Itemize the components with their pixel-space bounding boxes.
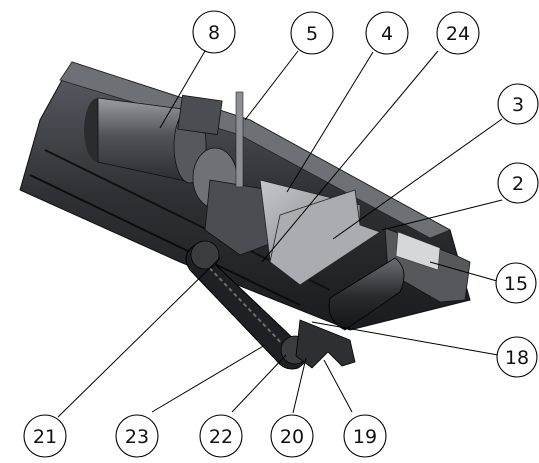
leader-lines	[57, 50, 503, 418]
callout-3: 3	[497, 83, 539, 125]
callout-5: 5	[290, 11, 334, 55]
callout-4-label: 4	[381, 23, 393, 45]
callout-24-label: 24	[446, 23, 470, 45]
gearbox	[204, 179, 281, 256]
callout-4: 4	[365, 11, 409, 55]
belt-roller	[328, 257, 405, 331]
callout-15-label: 15	[504, 273, 528, 295]
callout-20: 20	[270, 414, 314, 458]
motor-terminal-box	[177, 94, 223, 136]
callout-18: 18	[496, 336, 538, 378]
bracket-plate	[269, 189, 381, 286]
callout-8: 8	[192, 10, 236, 54]
leader-line-19	[323, 359, 353, 413]
callout-21-label: 21	[33, 426, 57, 448]
callout-20-label: 20	[280, 426, 304, 448]
callout-18-label: 18	[505, 347, 529, 369]
callout-15: 15	[495, 262, 537, 304]
leader-line-23	[151, 344, 266, 413]
sprocket-top	[190, 240, 220, 270]
rail-groove	[29, 174, 301, 306]
leader-line-20	[292, 357, 307, 414]
lower-bracket	[295, 319, 356, 369]
callout-23: 23	[115, 414, 159, 458]
end-motor-face	[395, 231, 441, 271]
callout-8-label: 8	[208, 22, 220, 44]
leader-line-5	[244, 50, 299, 121]
chain-links	[199, 257, 291, 353]
leader-line-8	[159, 50, 206, 129]
callout-bubbles: 8 5 4 24 3 2 15 18	[23, 10, 539, 458]
leader-line-18	[311, 321, 499, 356]
callout-22-label: 22	[209, 426, 233, 448]
callout-5-label: 5	[306, 23, 318, 45]
callout-19: 19	[343, 414, 387, 458]
machine-illustration	[19, 61, 471, 370]
callout-19-label: 19	[353, 426, 377, 448]
leader-line-21	[57, 257, 221, 418]
leader-line-15	[429, 261, 498, 282]
leader-line-24	[261, 50, 439, 263]
callout-22: 22	[199, 414, 243, 458]
callout-2-label: 2	[512, 173, 524, 195]
leader-line-3	[332, 118, 503, 240]
callout-23-label: 23	[125, 426, 149, 448]
vertical-post	[235, 91, 244, 188]
leader-line-4	[286, 51, 374, 193]
callout-3-label: 3	[512, 94, 524, 116]
leader-line-22	[231, 354, 287, 413]
callout-21: 21	[23, 414, 67, 458]
callout-2: 2	[497, 162, 539, 204]
callout-24: 24	[436, 11, 480, 55]
motor	[84, 94, 281, 256]
leader-line-2	[381, 199, 503, 231]
